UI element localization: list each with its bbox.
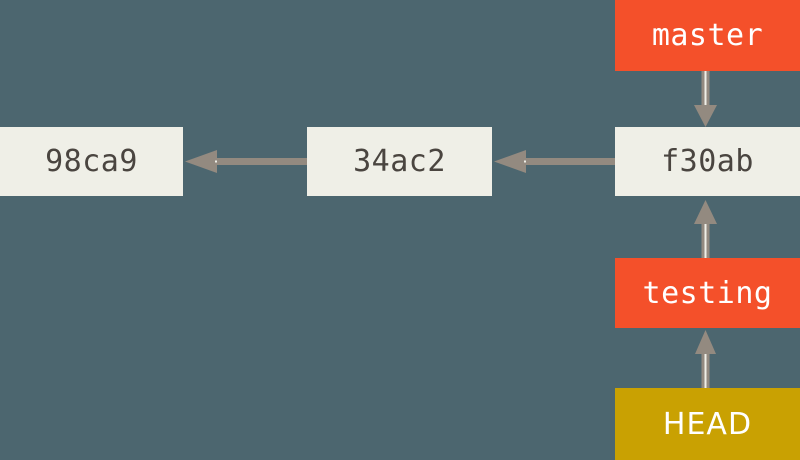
- commit-98ca9-text: 98ca9: [45, 144, 138, 179]
- branch-testing-text: testing: [642, 275, 773, 311]
- branch-label-testing[interactable]: testing: [615, 258, 800, 328]
- commit-node-34ac2[interactable]: 34ac2: [307, 127, 492, 196]
- commit-node-f30ab[interactable]: f30ab: [615, 127, 800, 196]
- arrow-master-to-f30ab: [694, 71, 717, 127]
- arrow-f30ab-to-34ac2: [494, 150, 615, 173]
- arrow-34ac2-to-98ca9: [185, 150, 307, 173]
- head-pointer-text: HEAD: [662, 406, 753, 442]
- commit-34ac2-text: 34ac2: [353, 144, 446, 179]
- arrow-head-to-testing: [695, 330, 716, 388]
- branch-master-text: master: [651, 18, 764, 53]
- arrow-testing-to-f30ab: [694, 200, 717, 258]
- commit-node-98ca9[interactable]: 98ca9: [0, 127, 183, 196]
- commit-f30ab-text: f30ab: [661, 144, 754, 179]
- head-pointer[interactable]: HEAD: [615, 388, 800, 460]
- branch-label-master[interactable]: master: [615, 0, 800, 71]
